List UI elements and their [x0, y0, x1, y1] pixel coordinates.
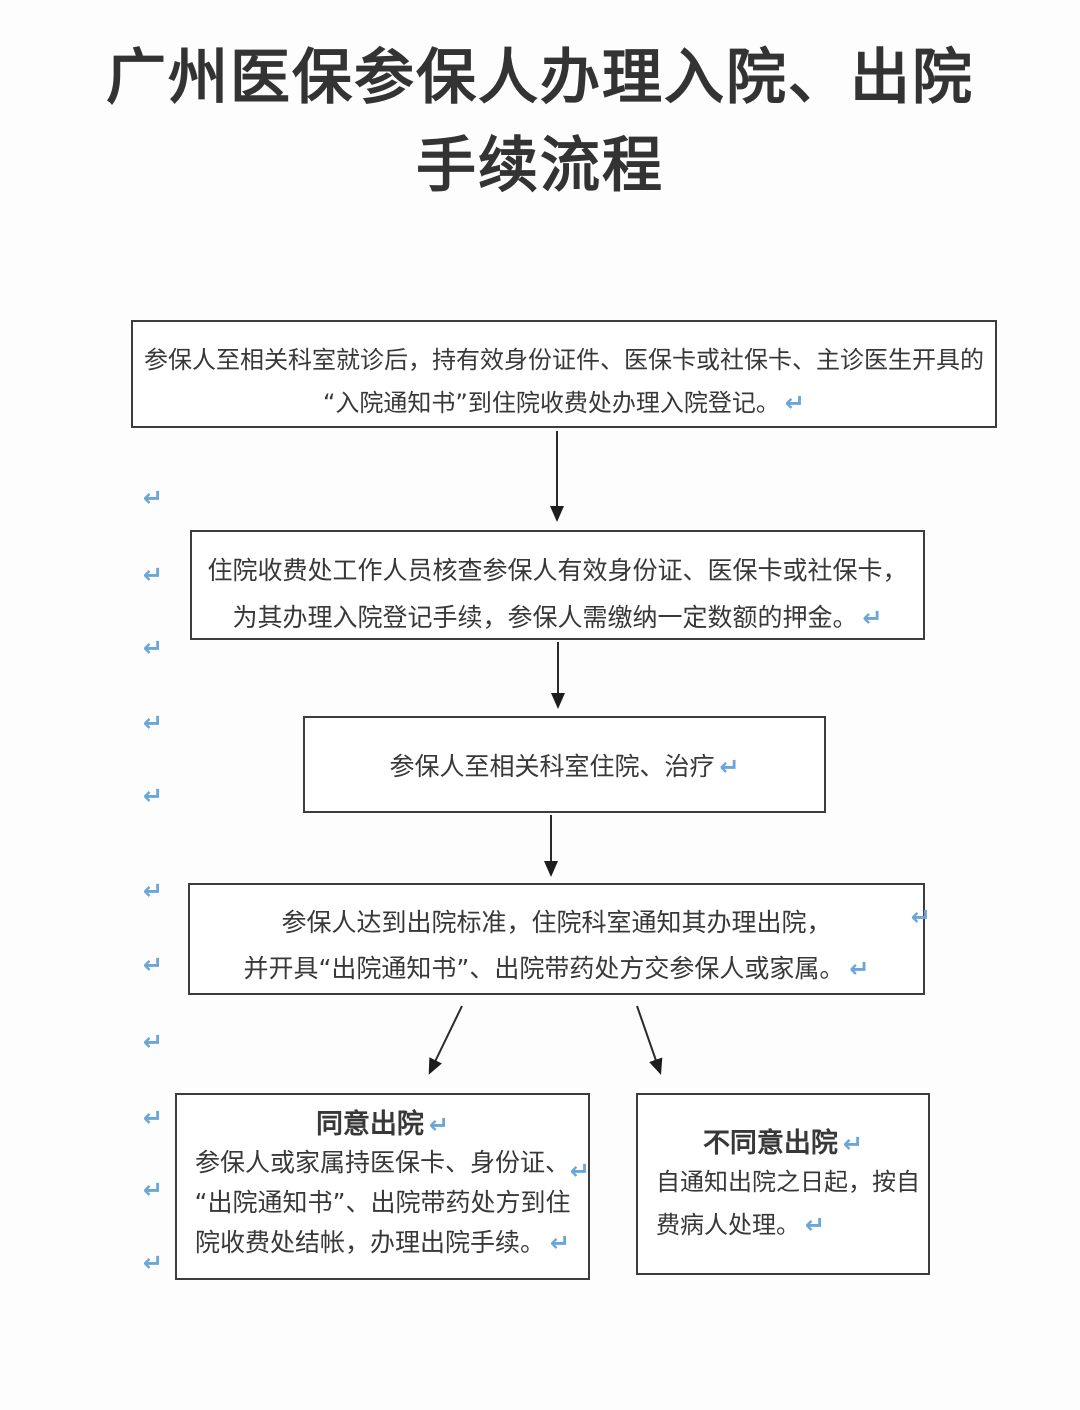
step-text-line: 为其办理入院登记手续，参保人需缴纳一定数额的押金。↵	[192, 594, 923, 642]
branch-text-line: “出院通知书”、出院带药处方到住	[177, 1183, 588, 1223]
step-text: 参保人至相关科室住院、治疗	[389, 751, 715, 781]
flow-step-consult-and-register: 参保人至相关科室就诊后，持有效身份证件、医保卡或社保卡、主诊医生开具的 “入院通…	[131, 320, 997, 428]
paragraph-mark-icon: ↵	[849, 955, 870, 983]
step-text: 参保人至相关科室就诊后，持有效身份证件、医保卡或社保卡、主诊医生开具的	[144, 346, 984, 374]
flow-branch-disagree-discharge: 不同意出院↵ 自通知出院之日起，按自 费病人处理。↵	[636, 1093, 930, 1275]
paragraph-mark-icon: ↵	[549, 1229, 571, 1257]
step-text-line: 住院收费处工作人员核查参保人有效身份证、医保卡或社保卡，	[192, 547, 923, 594]
step-text-line: 参保人达到出院标准，住院科室通知其办理出院，	[190, 900, 923, 946]
step-text: 住院收费处工作人员核查参保人有效身份证、医保卡或社保卡，	[207, 556, 908, 585]
paragraph-mark-icon: ↵	[143, 877, 164, 905]
step-text: 为其办理入院登记手续，参保人需缴纳一定数额的押金。	[232, 603, 858, 632]
flow-step-discharge-standard-notice: 参保人达到出院标准，住院科室通知其办理出院， 并开具“出院通知书”、出院带药处方…	[188, 883, 931, 995]
step-text-line: 并开具“出院通知书”、出院带药处方交参保人或家属。↵	[190, 946, 923, 992]
page-title: 广州医保参保人办理入院、出院 手续流程	[0, 34, 1080, 210]
paragraph-mark-icon: ↵	[910, 903, 931, 931]
branch-text: 参保人或家属持医保卡、身份证、	[194, 1148, 570, 1177]
branch-text: 院收费处结帐，办理出院手续。	[194, 1228, 545, 1257]
branch-title-text: 同意出院	[315, 1109, 424, 1140]
paragraph-mark-icon: ↵	[143, 484, 164, 512]
branch-text-line: 费病人处理。↵	[638, 1204, 928, 1247]
paragraph-mark-icon: ↵	[143, 1176, 164, 1204]
step-text: 参保人达到出院标准，住院科室通知其办理出院，	[281, 908, 832, 937]
branch-text: “出院通知书”、出院带药处方到住	[194, 1188, 571, 1217]
branch-text: 费病人处理。	[656, 1211, 800, 1239]
paragraph-mark-icon: ↵	[143, 951, 164, 979]
flow-step-hospitalization-treatment: 参保人至相关科室住院、治疗↵	[303, 716, 826, 813]
paragraph-mark-icon: ↵	[143, 1028, 164, 1056]
paragraph-mark-icon: ↵	[143, 1249, 164, 1277]
paragraph-mark-icon: ↵	[143, 561, 164, 589]
paragraph-mark-icon: ↵	[784, 389, 805, 417]
branch-text-line: 自通知出院之日起，按自	[638, 1161, 928, 1204]
arrow-step4-to-disagree	[636, 1005, 663, 1075]
paragraph-mark-icon: ↵	[428, 1111, 450, 1139]
step-text-line: 参保人至相关科室住院、治疗↵	[389, 747, 739, 783]
branch-title: 不同意出院↵	[638, 1127, 928, 1161]
paragraph-mark-icon: ↵	[143, 634, 164, 662]
paragraph-mark-icon: ↵	[719, 752, 740, 781]
paragraph-mark-icon: ↵	[862, 604, 883, 632]
step-text: 并开具“出院通知书”、出院带药处方交参保人或家属。	[243, 954, 845, 983]
step-text: “入院通知书”到住院收费处办理入院登记。	[323, 389, 780, 417]
paragraph-mark-icon: ↵	[143, 782, 164, 810]
paragraph-mark-icon: ↵	[143, 709, 164, 737]
page-title-line2: 手续流程	[416, 131, 664, 201]
step-text-line: 参保人至相关科室就诊后，持有效身份证件、医保卡或社保卡、主诊医生开具的	[133, 339, 995, 382]
paragraph-mark-icon: ↵	[143, 1104, 164, 1132]
step-text-line: “入院通知书”到住院收费处办理入院登记。↵	[133, 382, 995, 425]
branch-title-text: 不同意出院	[702, 1128, 838, 1159]
flow-step-fee-office-verification: 住院收费处工作人员核查参保人有效身份证、医保卡或社保卡， 为其办理入院登记手续，…	[190, 530, 925, 640]
branch-text: 自通知出院之日起，按自	[656, 1168, 920, 1196]
paragraph-mark-icon: ↵	[805, 1211, 826, 1239]
flow-branch-agree-discharge: 同意出院↵ 参保人或家属持医保卡、身份证、 “出院通知书”、出院带药处方到住 院…	[175, 1093, 590, 1280]
paragraph-mark-icon: ↵	[569, 1157, 590, 1185]
branch-text-line: 院收费处结帐，办理出院手续。↵	[177, 1223, 588, 1263]
branch-text-line: 参保人或家属持医保卡、身份证、	[177, 1143, 588, 1183]
paragraph-mark-icon: ↵	[842, 1130, 864, 1158]
arrow-step4-to-agree	[428, 1005, 463, 1075]
branch-title: 同意出院↵	[177, 1107, 588, 1143]
page-title-line1: 广州医保参保人办理入院、出院	[106, 43, 974, 113]
